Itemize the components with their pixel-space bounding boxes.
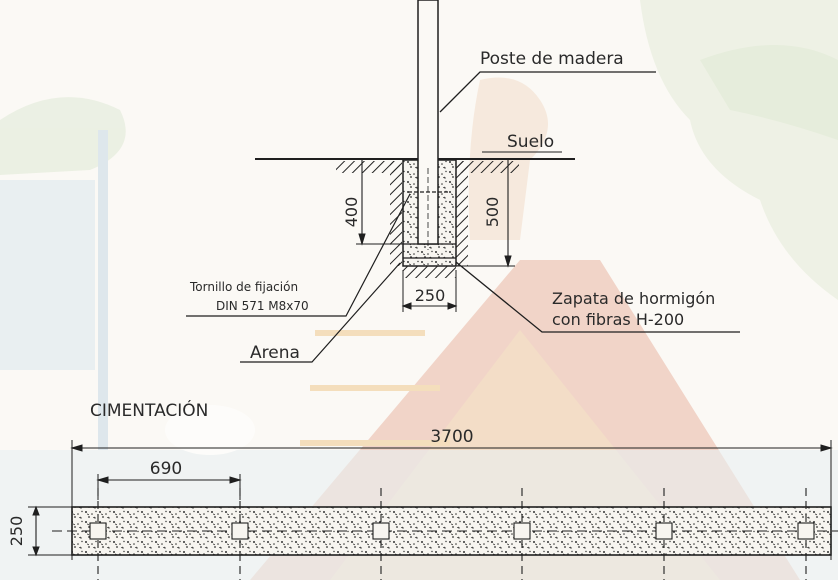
- label-arena: Arena: [250, 343, 300, 363]
- earth-hatch-right: [455, 161, 519, 173]
- post-square-4: [513, 522, 531, 540]
- label-zapata-1: Zapata de hormigón: [552, 289, 715, 308]
- foundation-plan: [28, 440, 838, 580]
- post-square-6: [797, 522, 815, 540]
- label-tornillo-2: DIN 571 M8x70: [216, 299, 309, 313]
- label-cimentacion: CIMENTACIÓN: [90, 399, 208, 421]
- post-square-5: [655, 522, 673, 540]
- leader-zapata: [455, 261, 740, 333]
- post-square-3: [372, 522, 390, 540]
- dim-400: 400: [342, 197, 361, 228]
- dim-500: 500: [483, 197, 502, 228]
- label-tornillo-1: Tornillo de fijación: [189, 280, 298, 294]
- leader-poste: [439, 71, 656, 113]
- post-square-2: [231, 522, 249, 540]
- leader-tornillo: [186, 193, 411, 317]
- dim-690: 690: [150, 459, 182, 479]
- label-poste: Poste de madera: [480, 49, 624, 69]
- label-suelo: Suelo: [507, 132, 554, 152]
- earth-hatch-left: [336, 161, 400, 173]
- dim-3700: 3700: [430, 427, 473, 447]
- label-zapata-2: con fibras H-200: [552, 310, 684, 329]
- leader-arena: [240, 262, 401, 363]
- section-detail: [186, 0, 740, 363]
- post-square-1: [89, 522, 107, 540]
- dim-250-pit: 250: [415, 286, 446, 305]
- pit-wall-right: [456, 161, 468, 266]
- pit-wall-left: [390, 161, 402, 266]
- pit-bottom: [403, 266, 456, 278]
- dim-250-beam: 250: [7, 516, 26, 547]
